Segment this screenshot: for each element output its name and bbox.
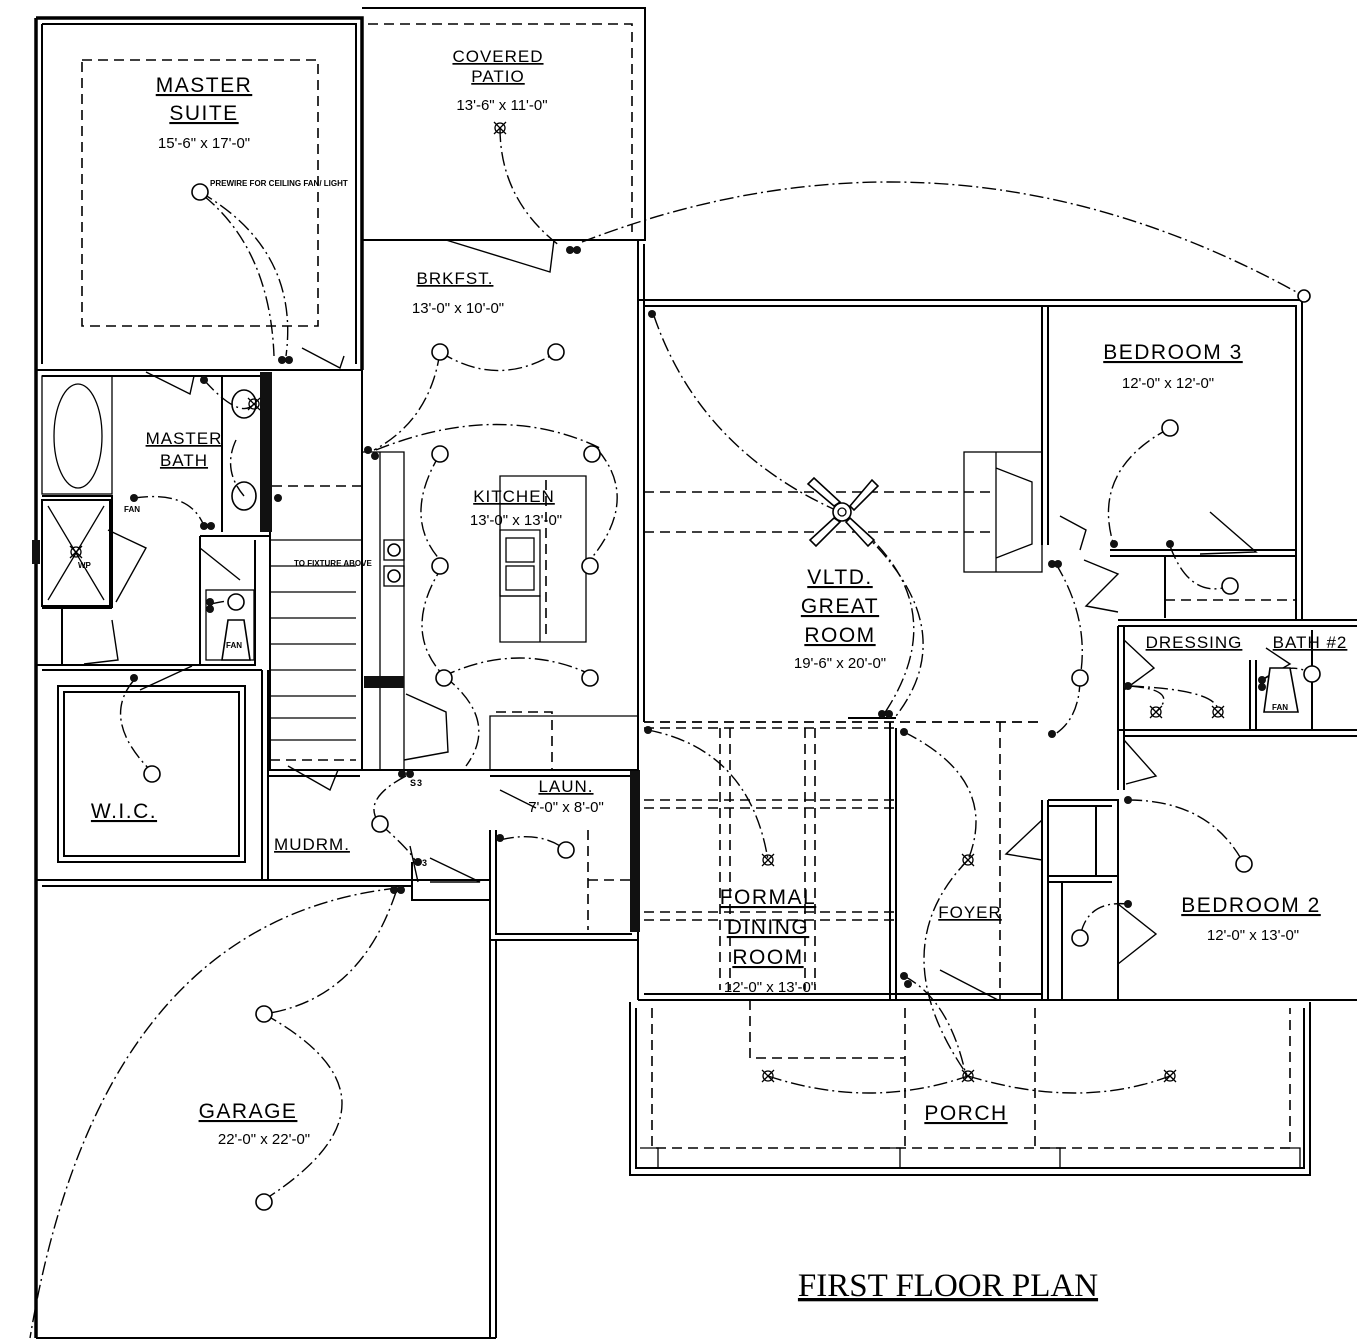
room-labels: MASTER SUITE 15'-6" x 17'-0" COVERED PAT… xyxy=(91,47,1348,1148)
laundry-dims: 7'-0" x 8'-0" xyxy=(528,799,604,816)
formal-dining-label: FORMAL xyxy=(720,886,817,909)
fixture-note: TO FIXTURE ABOVE xyxy=(294,559,372,568)
great-room-dims: 19'-6" x 20'-0" xyxy=(794,655,886,672)
switch-label: 3 xyxy=(422,858,427,868)
foyer-label: FOYER xyxy=(938,903,1002,922)
master-bath-label: BATH xyxy=(160,451,208,470)
wp-note: WP xyxy=(78,561,92,570)
master-suite-label: MASTER xyxy=(156,74,253,97)
exterior-walls xyxy=(32,7,1357,1339)
garage-label: GARAGE xyxy=(199,1100,298,1123)
covered-patio-label: PATIO xyxy=(471,67,525,86)
bedroom-2-label: BEDROOM 2 xyxy=(1181,894,1321,917)
fan-note: FAN xyxy=(124,505,140,514)
kitchen-dims: 13'-0" x 13'-0" xyxy=(470,512,562,529)
fan-note: FAN xyxy=(226,641,242,650)
kitchen-label: KITCHEN xyxy=(473,487,555,506)
porch-label: PORCH xyxy=(924,1102,1007,1125)
doors xyxy=(83,239,1292,1001)
bedroom-3-dims: 12'-0" x 12'-0" xyxy=(1122,375,1214,392)
switch-label: 3 xyxy=(417,778,422,788)
bedroom-3-label: BEDROOM 3 xyxy=(1103,341,1243,364)
master-suite-label: SUITE xyxy=(169,102,238,125)
foyer-ceiling xyxy=(644,721,1042,1000)
breakfast-dims: 13'-0" x 10'-0" xyxy=(412,300,504,317)
dressing-label: DRESSING xyxy=(1146,633,1243,652)
mudroom-label: MUDRM. xyxy=(274,835,350,854)
garage-dims: 22'-0" x 22'-0" xyxy=(218,1131,310,1148)
wic-label: W.I.C. xyxy=(91,800,157,823)
plan-title: FIRST FLOOR PLAN xyxy=(798,1268,1098,1304)
formal-dining-label: DINING xyxy=(727,916,810,939)
laundry-label: LAUN. xyxy=(538,777,593,796)
electrical-wiring xyxy=(29,127,1313,1339)
light-fixtures xyxy=(69,121,1321,1211)
covered-patio-dims: 13'-6" x 11'-0" xyxy=(456,97,547,114)
breakfast-label: BRKFST. xyxy=(417,269,494,288)
great-room-label: GREAT xyxy=(801,595,879,618)
switches: S 3 3 xyxy=(130,246,1266,988)
bath-2-label: BATH #2 xyxy=(1273,633,1348,652)
formal-dining-dims: 12'-0" x 13'-0" xyxy=(724,979,816,996)
covered-patio-label: COVERED xyxy=(452,47,543,66)
great-room-label: VLTD. xyxy=(807,566,872,589)
formal-dining-label: ROOM xyxy=(732,946,803,969)
master-bath-label: MASTER xyxy=(146,429,223,448)
ceiling-fan-note: PREWIRE FOR CEILING FAN/ LIGHT xyxy=(210,179,348,188)
bedroom-2-dims: 12'-0" x 13'-0" xyxy=(1207,927,1299,944)
annotations: PREWIRE FOR CEILING FAN/ LIGHT TO FIXTUR… xyxy=(78,179,1288,712)
master-suite-dims: 15'-6" x 17'-0" xyxy=(158,135,250,152)
great-room-label: ROOM xyxy=(804,624,875,647)
porch-beam xyxy=(749,1000,905,1059)
master-tray-ceiling xyxy=(81,59,319,327)
switch-label: S xyxy=(410,778,416,788)
ceiling-fan-icon xyxy=(806,476,880,548)
fan-note: FAN xyxy=(1272,703,1288,712)
